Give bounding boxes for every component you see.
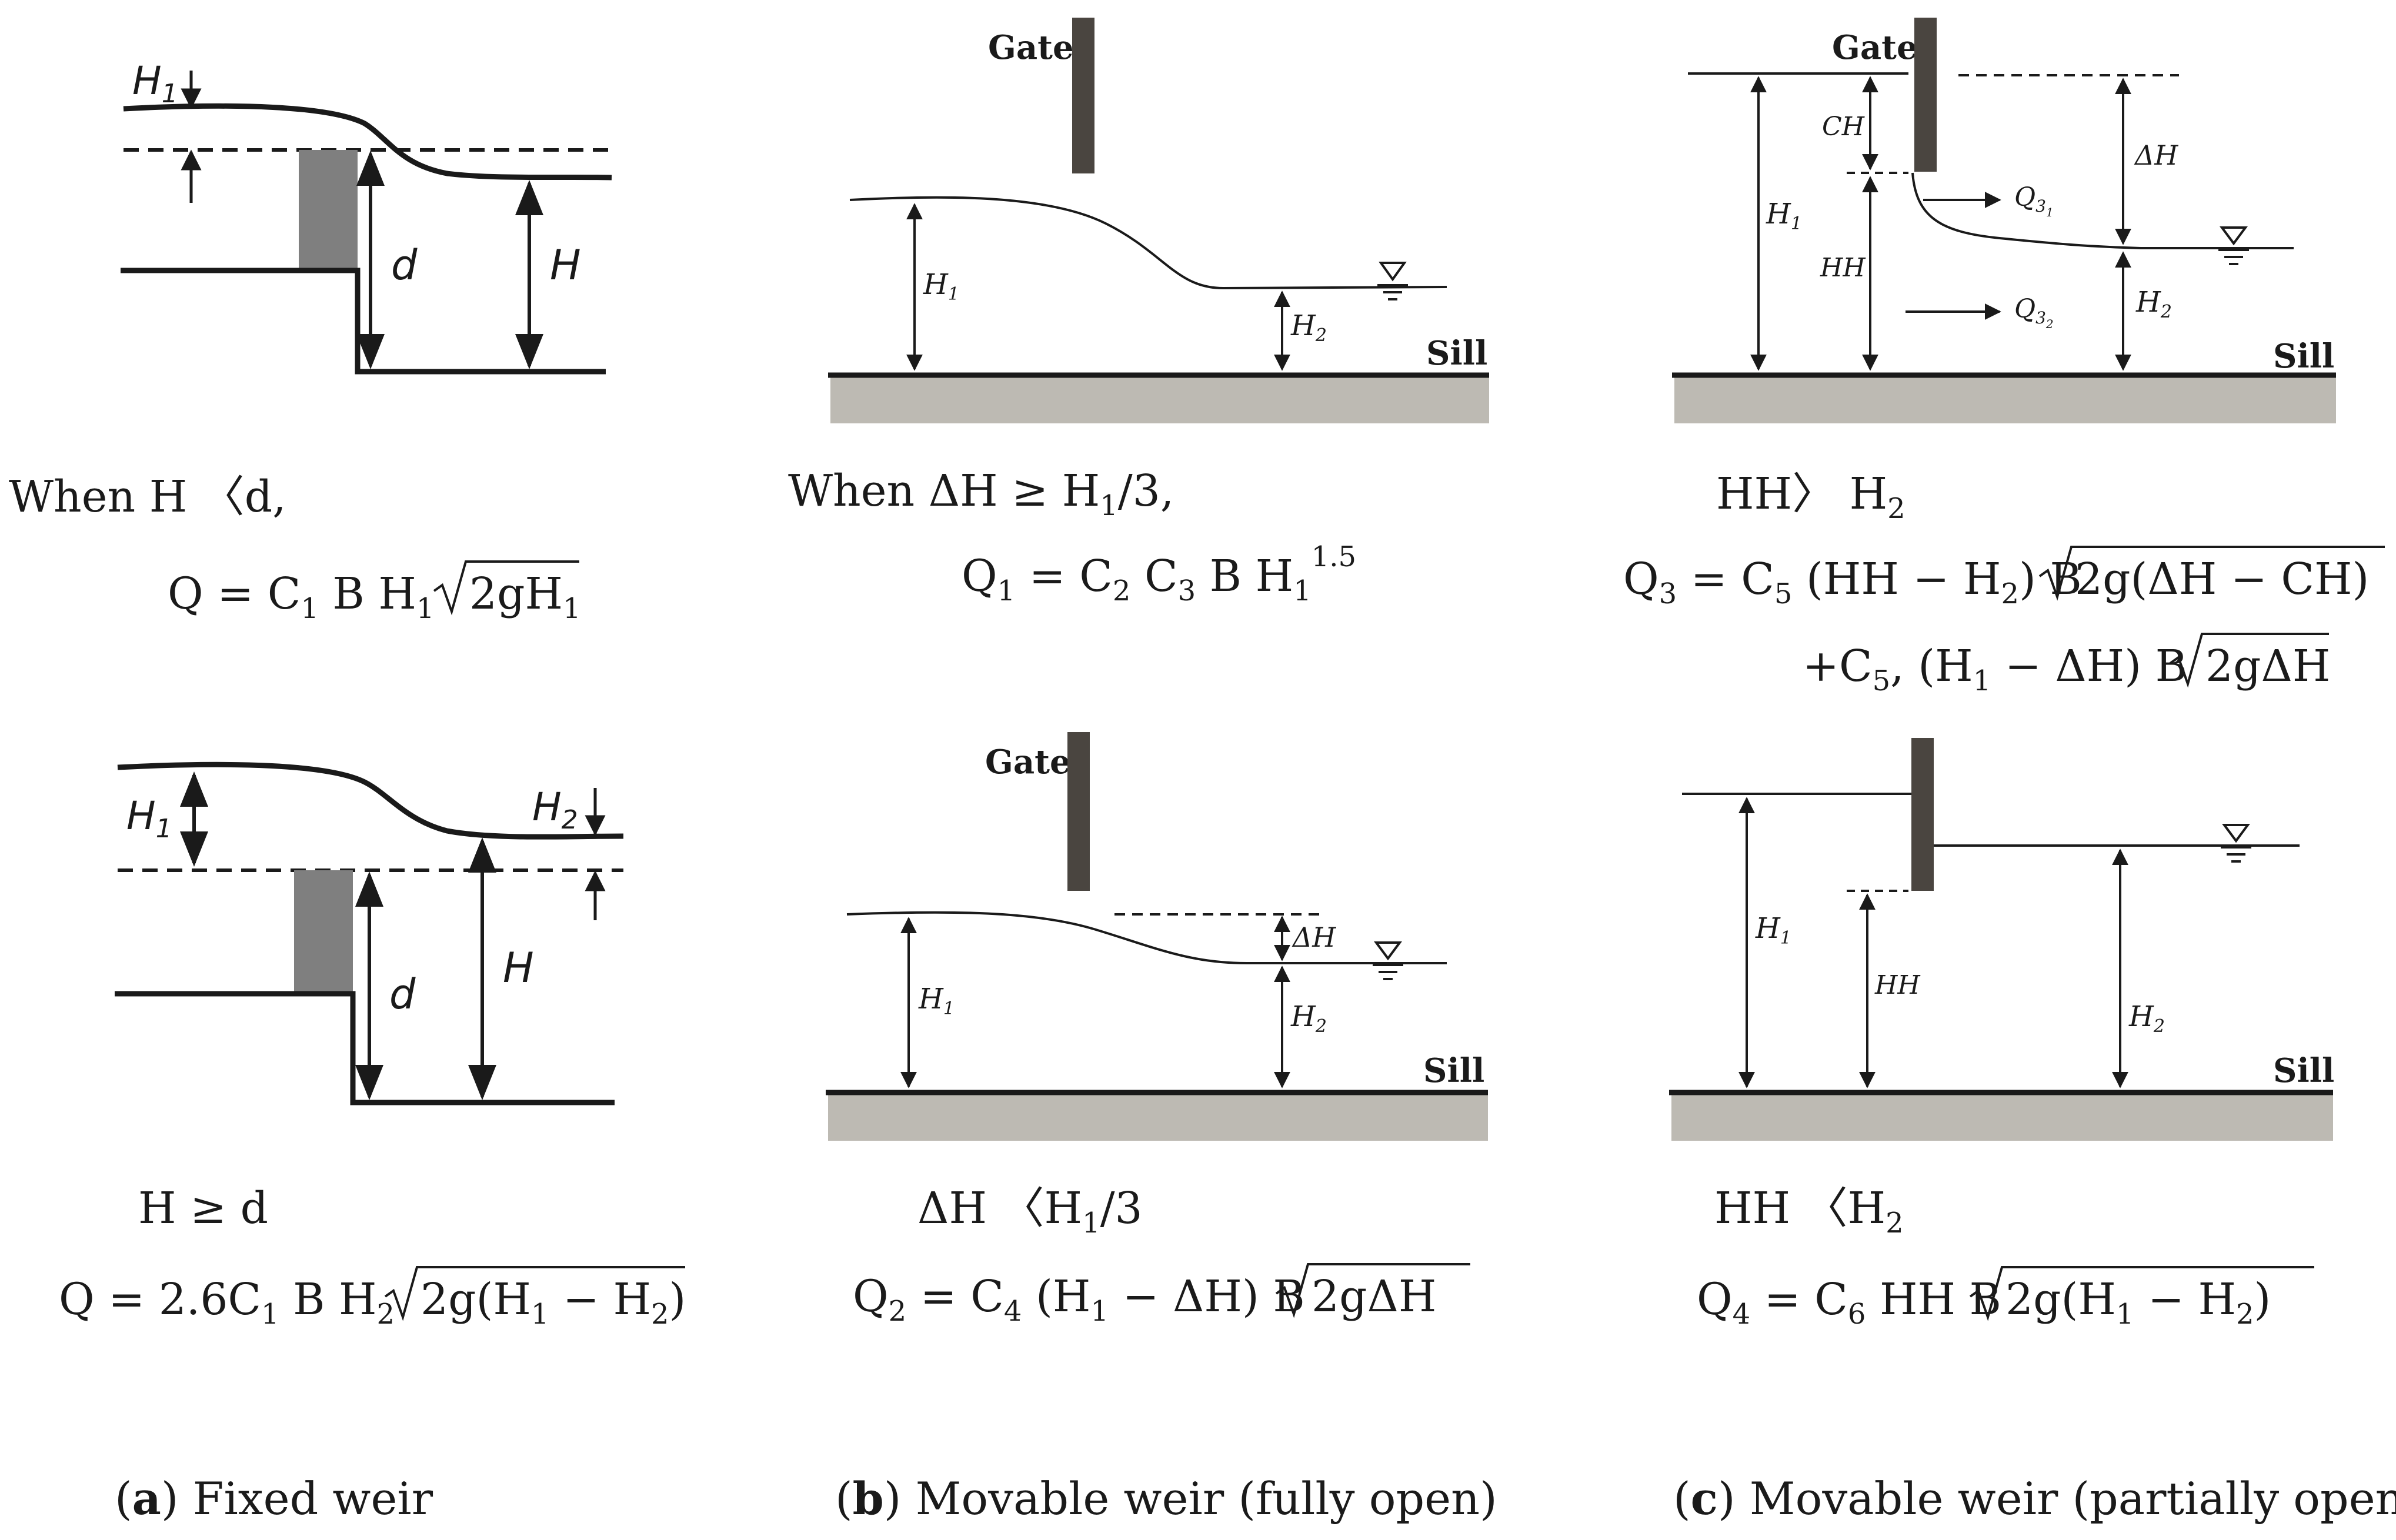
diagram-b-top: Gate H1 H2 Sill [828,18,1489,423]
water-level-symbol [1377,262,1408,300]
sill-label: Sill [1426,334,1487,373]
water-surface [846,911,1447,964]
h2-label: H2 [2135,286,2172,322]
svg-text:2g(ΔH − CH): 2g(ΔH − CH) [2075,554,2369,604]
condition-b-bottom: ΔH 〈H1/3 [917,1183,1143,1240]
ground [830,376,1489,423]
svg-text:2g(H1 − H2): 2g(H1 − H2) [421,1274,686,1331]
svg-text:Q1 = C2 C3 B H11.5: Q1 = C2 C3 B H11.5 [962,540,1356,607]
water-surface [849,196,1447,290]
gate-label: Gate [988,28,1074,67]
ground [1674,376,2336,423]
sill-label: Sill [1423,1051,1484,1090]
gate [1914,18,1937,172]
svg-text:Q = 2.6C1 B H2: Q = 2.6C1 B H2 [59,1274,395,1331]
water-surface [123,103,612,181]
h1-label: H1 [1755,912,1791,948]
h1-label: H1 [918,983,955,1019]
water-level-symbol [1373,941,1403,980]
gate [1067,732,1090,891]
water-level-symbol [2221,824,2251,863]
hh-label: HH [1874,970,1921,1000]
ground [1671,1094,2333,1141]
diagram-c-bottom: H1 HH H2 Sill [1669,738,2334,1141]
sill-label: Sill [2273,337,2334,376]
h2-label: H2 [1290,309,1327,346]
water-level-symbol [2218,226,2249,265]
h1-label: H1 [126,793,172,844]
h-label: H [503,944,534,992]
diagram-c-top: Gate CH ΔH H1 HH Q31 Q32 H2 Sill [1672,18,2336,423]
weir-block [299,150,358,270]
h1-label: H1 [923,268,959,305]
svg-text:Q4 = C6 HH B: Q4 = C6 HH B [1697,1274,2001,1331]
diagram-b-bottom: Gate ΔH H1 H2 Sill [826,732,1488,1141]
formula-c-top-line1: Q3 = C5 (HH − H2) B 2g(ΔH − CH) [1623,546,2385,610]
svg-text:Q3 = C5 (HH − H2) B: Q3 = C5 (HH − H2) B [1623,554,2082,610]
hh-label: HH [1820,253,1866,283]
radical-sign [384,1266,685,1321]
gate-label: Gate [985,743,1071,781]
delta-h-label: ΔH [1292,921,1336,953]
diagram-a-top: H1 d H [121,58,612,375]
radical-sign [1969,1266,2314,1321]
svg-text:+C5, (H1 − ΔH) B: +C5, (H1 − ΔH) B [1803,641,2187,697]
caption-b: (b) Movable weir (fully open) [835,1472,1497,1525]
formula-a-bottom: Q = 2.6C1 B H2 2g(H1 − H2) [59,1266,686,1331]
weir-bed-profile [115,991,615,1105]
sill-label: Sill [2273,1051,2334,1090]
gate [1911,738,1934,891]
d-label: d [391,241,418,289]
q32-label: Q32 [2014,294,2054,331]
formula-b-bottom: Q2 = C4 (H1 − ΔH) B 2gΔH [853,1263,1470,1328]
svg-text:Q2 = C4 (H1 − ΔH) B: Q2 = C4 (H1 − ΔH) B [853,1271,1305,1328]
delta-h-label: ΔH [2134,139,2178,171]
radical-sign [433,560,579,616]
gate-label: Gate [1832,28,1918,67]
formula-c-bottom: Q4 = C6 HH B 2g(H1 − H2) [1697,1266,2314,1331]
h2-label: H2 [532,784,578,835]
diagram-a-bottom: H1 H2 d H [115,761,624,1105]
h-label: H [550,241,581,289]
condition-c-top: HH〉 H2 [1716,469,1906,525]
caption-a: (a) Fixed weir [115,1472,433,1525]
formula-c-top-line2: +C5, (H1 − ΔH) B 2gΔH [1803,633,2330,697]
jet-water-surface [1911,172,2294,249]
svg-text:2gΔH: 2gΔH [1312,1271,1436,1322]
condition-a-top: When H 〈d, [9,472,286,522]
d-label: d [389,970,416,1018]
h2-label: H2 [2128,1000,2165,1037]
q31-label: Q31 [2014,182,2054,219]
svg-text:2g(H1 − H2): 2g(H1 − H2) [2005,1274,2271,1331]
ch-label: CH [1822,112,1866,142]
h1-label: H1 [1766,198,1802,234]
caption-c: (c) Movable weir (partially open) [1673,1472,2396,1525]
radical-sign [2169,633,2329,688]
condition-c-bottom: HH 〈H2 [1714,1183,1904,1240]
h1-label: H1 [132,58,178,109]
radical-sign [2038,546,2385,601]
h2-label: H2 [1290,1000,1327,1037]
weir-block [294,870,353,994]
svg-text:2gΔH: 2gΔH [2205,641,2330,692]
ground [828,1094,1488,1141]
condition-b-top: When ΔH ≥ H1/3, [788,466,1174,522]
svg-text:Q = C1 B H1: Q = C1 B H1 [168,569,434,625]
formula-a-top: Q = C1 B H1 2gH1 [168,560,581,625]
water-surface [117,761,624,840]
condition-a-bottom: H ≥ d [138,1183,268,1234]
weir-bed-profile [121,268,606,375]
svg-text:2gH1: 2gH1 [469,569,581,625]
formula-b-top: Q1 = C2 C3 B H11.5 [962,540,1356,607]
radical-sign [1275,1263,1470,1318]
gate [1072,18,1094,173]
